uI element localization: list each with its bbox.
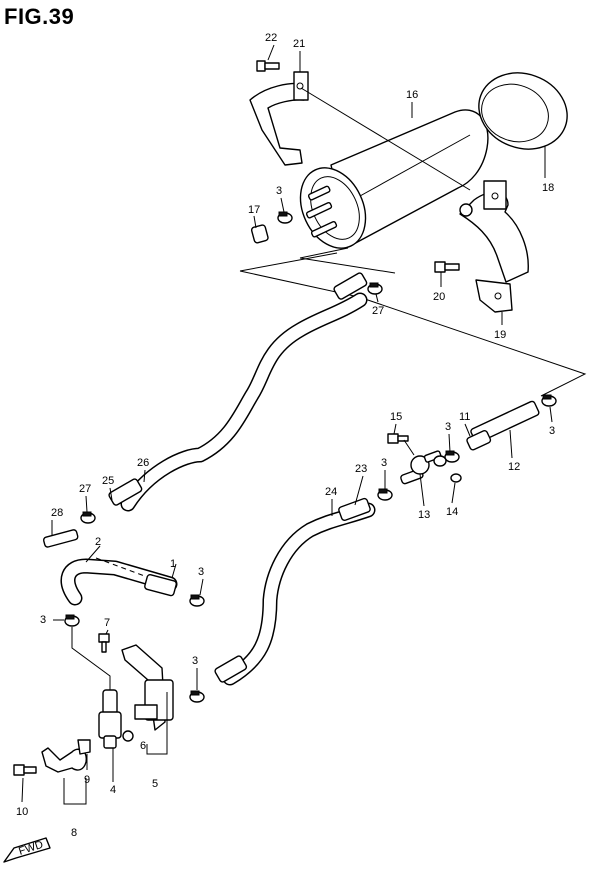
label-27b: 27 bbox=[79, 483, 91, 495]
bolt-22 bbox=[256, 60, 280, 72]
label-23: 23 bbox=[355, 463, 367, 475]
bolt-7 bbox=[98, 633, 110, 653]
label-22: 22 bbox=[265, 32, 277, 44]
clamp-3-pipe-right bbox=[541, 394, 557, 407]
band-18 bbox=[478, 72, 568, 150]
label-19: 19 bbox=[494, 329, 506, 341]
fwd-arrow: FWD bbox=[3, 837, 51, 863]
clamp-3-mid bbox=[189, 594, 205, 607]
clamp-3-lower bbox=[189, 690, 205, 703]
bolt-15 bbox=[387, 433, 409, 444]
label-12: 12 bbox=[508, 461, 520, 473]
label-24: 24 bbox=[325, 486, 337, 498]
label-1: 1 bbox=[170, 558, 176, 570]
label-13: 13 bbox=[418, 509, 430, 521]
label-6: 6 bbox=[140, 740, 146, 752]
fitting-28 bbox=[42, 529, 79, 548]
fwd-label: FWD bbox=[17, 839, 45, 858]
label-4: 4 bbox=[110, 784, 116, 796]
label-3c: 3 bbox=[40, 614, 46, 626]
label-15: 15 bbox=[390, 411, 402, 423]
figure-title: FIG.39 bbox=[4, 4, 75, 29]
label-26: 26 bbox=[137, 457, 149, 469]
label-5: 5 bbox=[152, 778, 158, 790]
bracket-21 bbox=[249, 71, 309, 166]
label-17: 17 bbox=[248, 204, 260, 216]
label-3d: 3 bbox=[192, 655, 198, 667]
clamp-3-joint bbox=[433, 455, 447, 467]
bolt-10 bbox=[13, 764, 37, 776]
label-3f: 3 bbox=[445, 421, 451, 433]
label-8: 8 bbox=[71, 827, 77, 839]
label-2: 2 bbox=[95, 536, 101, 548]
label-21: 21 bbox=[293, 38, 305, 50]
joint-13 bbox=[400, 450, 442, 485]
clamp-27-lower bbox=[80, 511, 96, 524]
label-11: 11 bbox=[459, 411, 470, 423]
canister-16 bbox=[299, 109, 489, 249]
clamp-3-left bbox=[64, 614, 80, 627]
label-9: 9 bbox=[84, 774, 90, 786]
clamp-3-hose24 bbox=[377, 488, 393, 501]
label-3b: 3 bbox=[198, 566, 204, 578]
hose-26 bbox=[108, 272, 368, 512]
label-3e: 3 bbox=[381, 457, 387, 469]
washer-14 bbox=[450, 473, 462, 483]
label-7: 7 bbox=[104, 617, 110, 629]
label-3g: 3 bbox=[549, 425, 555, 437]
callout-labels: 1 2 3 3 3 3 3 3 3 4 5 6 7 8 9 10 11 12 1… bbox=[16, 32, 555, 839]
bracket-19 bbox=[459, 180, 529, 313]
label-14: 14 bbox=[446, 506, 458, 518]
label-27a: 27 bbox=[372, 305, 384, 317]
valve-4 bbox=[98, 689, 134, 749]
pipe-12 bbox=[466, 400, 540, 451]
bolt-20 bbox=[434, 261, 460, 273]
label-3a: 3 bbox=[276, 185, 282, 197]
label-18: 18 bbox=[542, 182, 554, 194]
label-25: 25 bbox=[102, 475, 114, 487]
label-20: 20 bbox=[433, 291, 445, 303]
clamp-8 bbox=[41, 739, 91, 773]
hose-24 bbox=[214, 497, 376, 686]
bracket-5 bbox=[121, 644, 174, 731]
label-10: 10 bbox=[16, 806, 28, 818]
hose-1-2 bbox=[60, 557, 178, 606]
label-16: 16 bbox=[406, 89, 418, 101]
leader-ticks bbox=[21, 44, 553, 803]
label-28: 28 bbox=[51, 507, 63, 519]
clamp-3-upper bbox=[277, 211, 293, 224]
clamp-3-pipe-left bbox=[444, 450, 460, 463]
plug-17 bbox=[250, 224, 269, 244]
clamp-27-upper bbox=[367, 282, 383, 295]
